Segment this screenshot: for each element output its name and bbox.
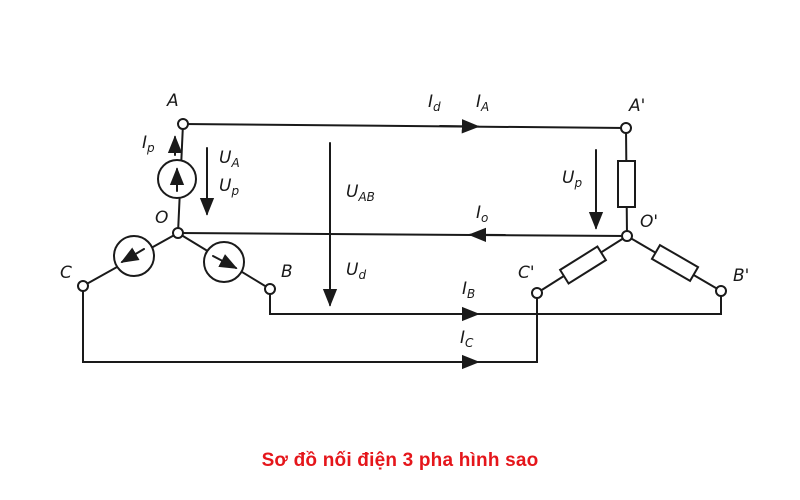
label-a: A: [166, 91, 179, 111]
label-ud: Ud: [346, 260, 366, 282]
load-b-resistor: [650, 243, 700, 283]
node-c-prime: [531, 287, 543, 299]
label-up-right: Up: [562, 168, 582, 190]
label-up-left: Up: [219, 176, 239, 198]
label-ip: Ip: [142, 133, 155, 155]
line-c-wire: [82, 285, 538, 363]
label-io: Io: [476, 203, 488, 225]
label-ua: UA: [219, 148, 240, 170]
node-a: [177, 118, 189, 130]
id-arrow: [439, 119, 480, 134]
node-b-prime: [715, 285, 727, 297]
source-b: [203, 241, 245, 283]
label-ia: IA: [476, 92, 489, 114]
label-o: O: [155, 208, 168, 228]
label-b: B: [281, 262, 293, 282]
load-a-resistor: [617, 160, 636, 208]
diagram-caption: Sơ đồ nối điện 3 pha hình sao: [261, 450, 539, 471]
node-o: [172, 227, 184, 239]
label-id: Id: [428, 92, 441, 114]
label-b-prime: B': [733, 266, 749, 286]
source-a: [157, 159, 197, 199]
label-c: C: [60, 263, 72, 283]
neutral-wire: [177, 232, 628, 237]
label-c-prime: C': [518, 263, 535, 283]
label-ic: IC: [460, 328, 474, 350]
node-o-prime: [621, 230, 633, 242]
label-ib: IB: [462, 279, 475, 301]
node-b: [264, 283, 276, 295]
label-uab: UAB: [346, 182, 375, 204]
node-c: [77, 280, 89, 292]
node-a-prime: [620, 122, 632, 134]
line-b-wire: [269, 288, 722, 315]
source-c: [113, 235, 155, 277]
star-connection-diagram: A O C B A' O' C' B' Id IA Ip UA Up UAB U…: [60, 91, 749, 370]
line-a-wire: [182, 123, 627, 129]
load-c-resistor: [558, 245, 608, 285]
label-o-prime: O': [640, 212, 658, 232]
label-a-prime: A': [628, 96, 645, 116]
